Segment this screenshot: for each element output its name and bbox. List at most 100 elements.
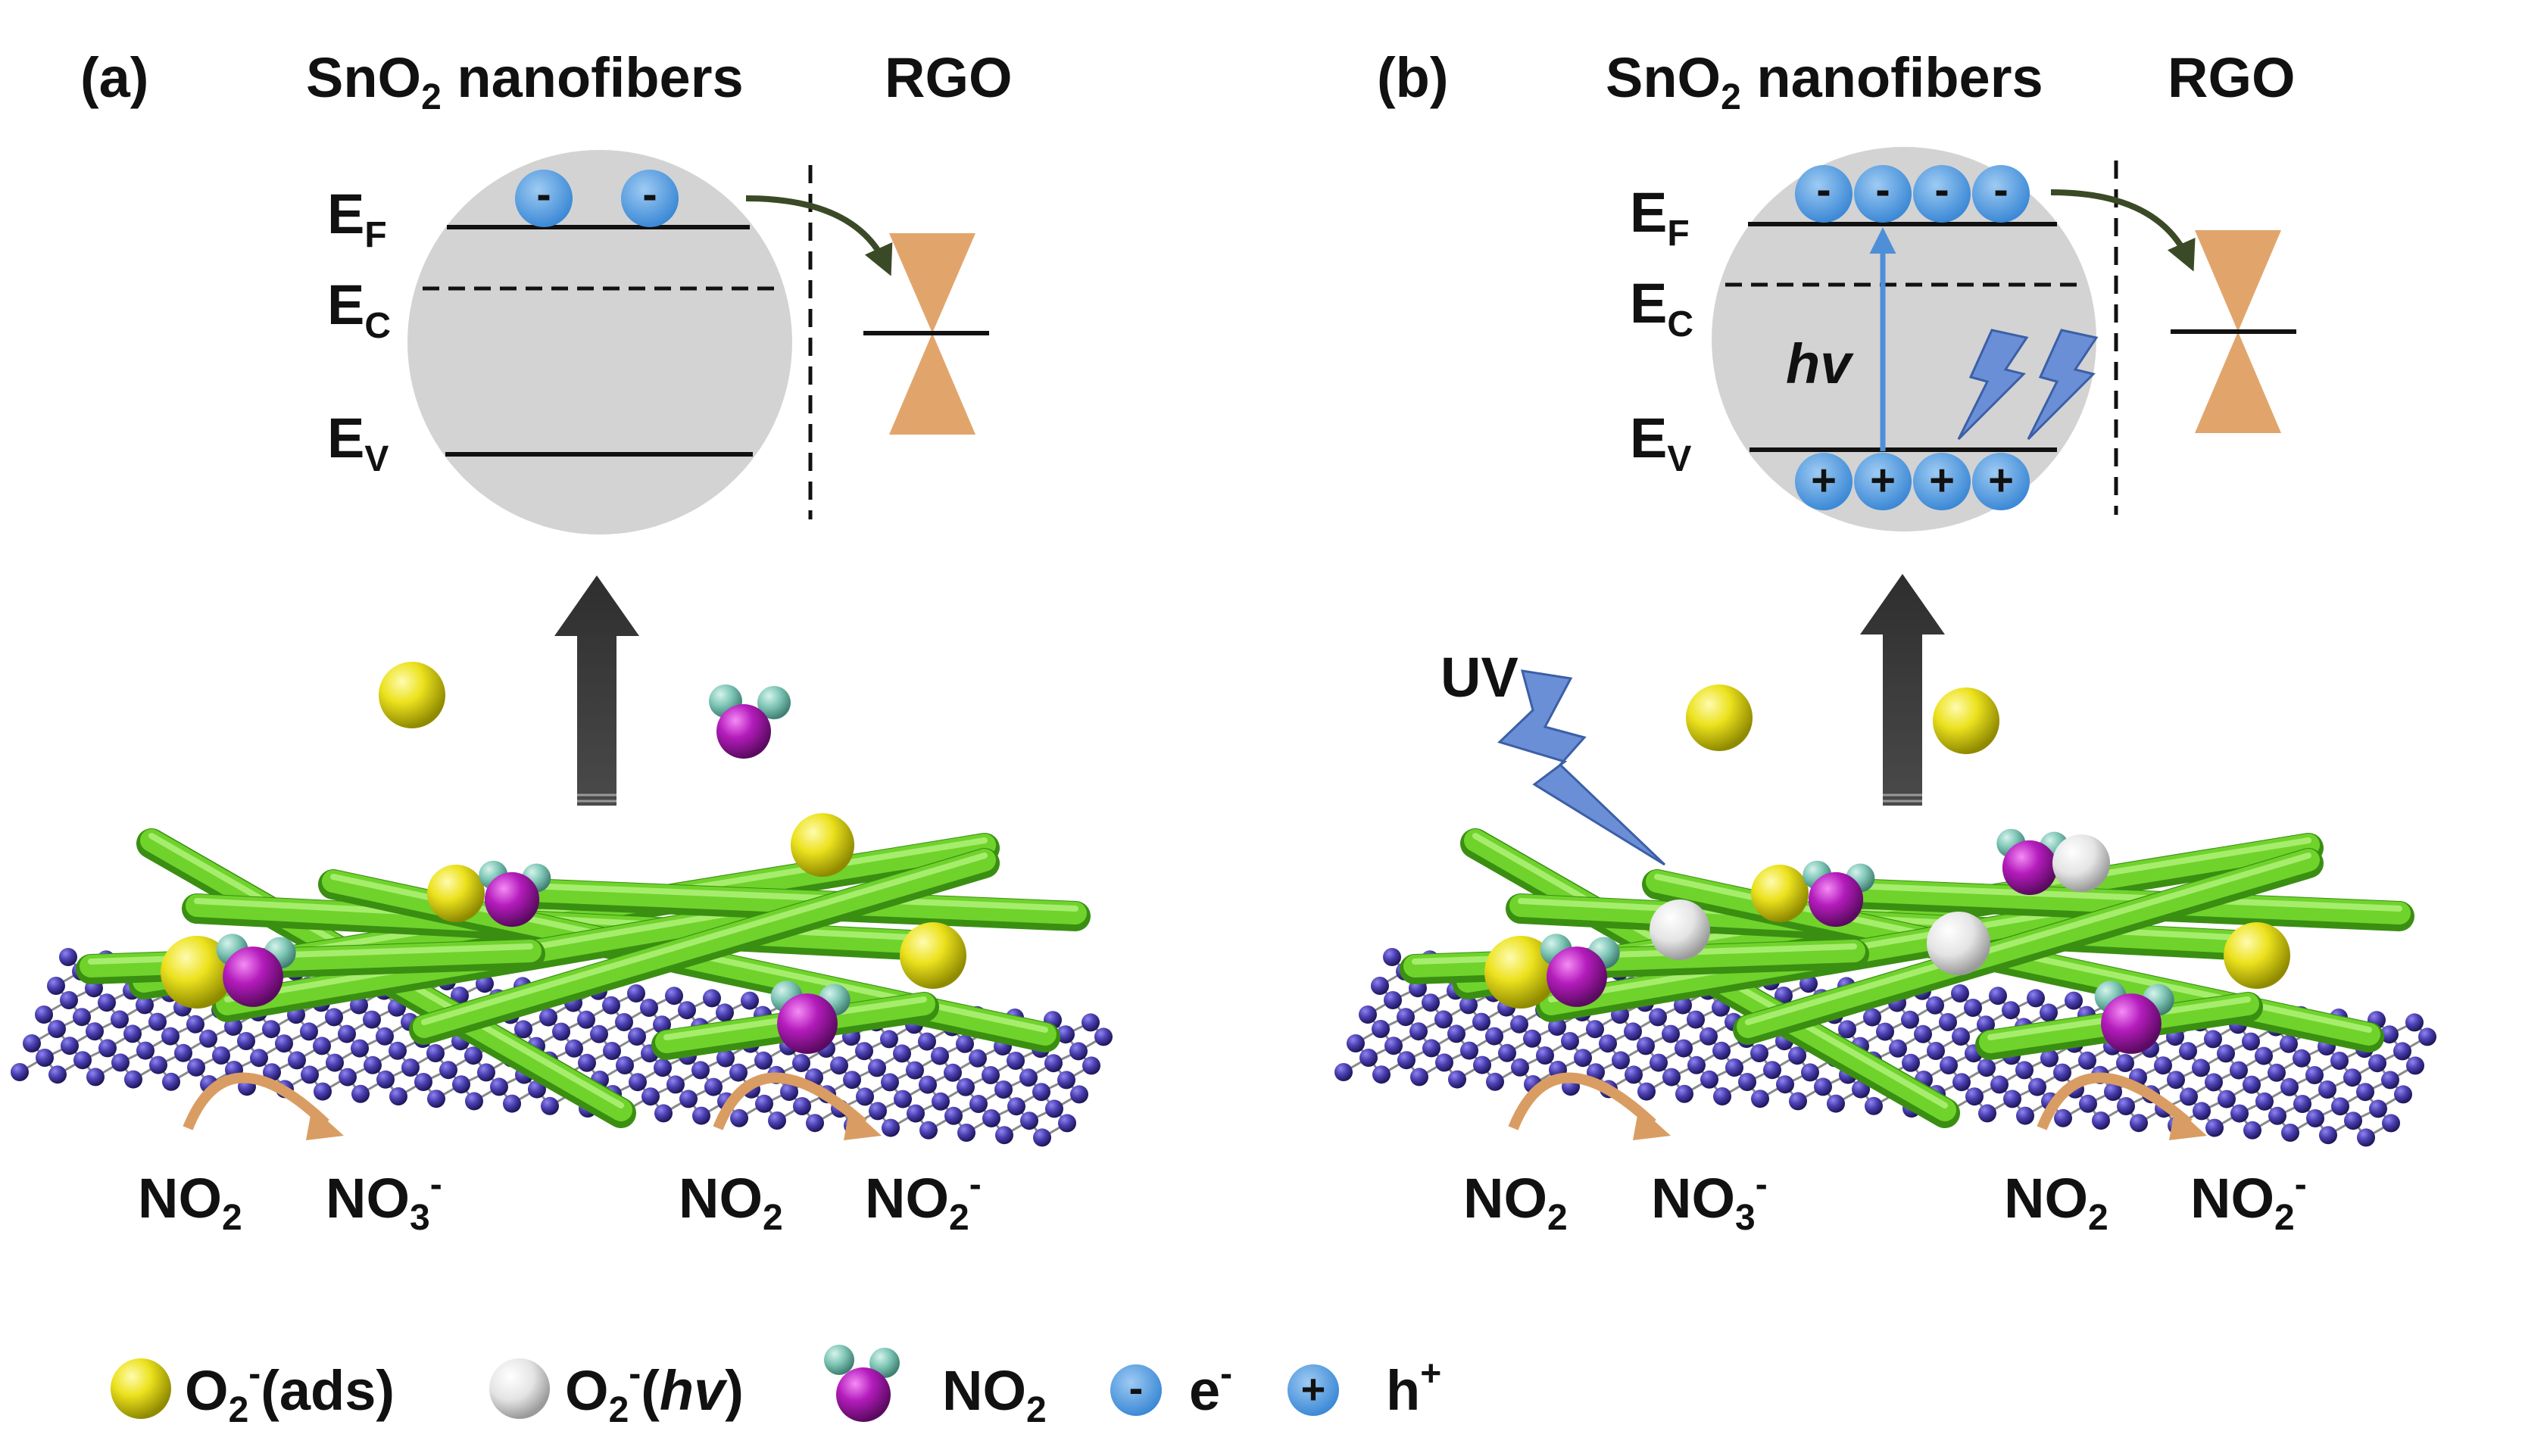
graphene-atom [792,1054,810,1072]
graphene-atom [389,1087,407,1105]
graphene-atom [60,991,78,1009]
graphene-atom [2255,1046,2273,1065]
graphene-atom [61,1037,79,1055]
graphene-atom [300,1022,318,1041]
legend-o2-hv-icon [489,1358,550,1419]
graphene-atom [2054,1108,2072,1127]
graphene-atom [603,1042,621,1060]
graphene-atom [2381,1071,2399,1090]
graphene-atom [1599,1034,1617,1053]
graphene-atom [1448,1070,1466,1089]
graphene-atom [1510,1015,1528,1034]
graphene-atom [1901,1010,1919,1029]
panel-b-sensor-surface [1334,828,2436,1147]
graphene-atom [1498,1043,1516,1062]
graphene-atom [2180,1087,2198,1106]
graphene-atom [48,1020,66,1038]
graphene-atom [2154,1056,2172,1075]
graphene-atom [2394,1085,2412,1104]
graphene-atom [894,1090,912,1108]
graphene-atom [1838,1020,1856,1039]
graphene-atom [1989,987,2007,1005]
panel-b-ev-label: EV [1630,407,1691,479]
graphene-atom [464,1046,482,1065]
graphene-atom [1774,987,1793,1005]
graphene-atom [2027,989,2045,1008]
graphene-atom [376,1027,394,1046]
graphene-atom [730,1108,748,1127]
graphene-atom [148,1012,167,1031]
svg-text:+: + [1929,456,1955,505]
graphene-atom [476,974,494,993]
panel-b-ef-label: EF [1630,181,1690,254]
panel-a: (a) SnO2 nanofibers RGO EF EC EV -- [11,46,1113,1238]
graphene-atom [918,1032,936,1051]
graphene-atom [1700,1027,1718,1046]
graphene-atom [2306,1109,2324,1127]
graphene-atom [1964,999,1982,1017]
graphene-atom [199,1029,217,1048]
graphene-atom [1511,1058,1529,1077]
o2-hv-molecule [1927,912,1990,975]
graphene-atom [174,1043,192,1062]
graphene-atom [590,1024,608,1043]
panel-a-carriers: -- [515,170,679,227]
graphene-atom [2293,1049,2311,1068]
graphene-atom [2104,1083,2122,1101]
graphene-atom [465,1092,483,1111]
graphene-atom [1788,1046,1806,1065]
legend-hole-icon: + [1288,1364,1339,1416]
graphene-atom [793,1097,811,1115]
graphene-atom [250,1049,268,1068]
graphene-atom [704,1077,723,1096]
panel-a-free-no2 [709,684,791,759]
graphene-atom [1485,1027,1503,1046]
panel-a-reaction-2-from: NO2 [679,1167,783,1238]
graphene-atom [2053,1063,2071,1082]
legend-electron-label: e- [1189,1354,1232,1422]
graphene-atom [338,1024,356,1043]
sno2-fibers [76,828,1091,1128]
legend-no2-label: NO2 [942,1359,1047,1430]
graphene-atom [944,1063,962,1082]
graphene-atom [1801,1063,1819,1082]
o2-ads-molecule [1751,865,1809,922]
graphene-atom [1561,1032,1579,1050]
panel-b-partner-label: RGO [2168,46,2296,109]
graphene-atom [654,1104,673,1123]
graphene-atom [326,1053,344,1072]
svg-text:-: - [642,170,657,219]
graphene-atom [768,1111,786,1130]
graphene-atom [1789,1092,1807,1111]
graphene-atom [919,1121,938,1140]
graphene-atom [1486,1072,1504,1091]
graphene-atom [1058,1114,1076,1133]
graphene-atom [414,1073,432,1091]
graphene-atom [2255,1092,2274,1111]
svg-text:-: - [536,170,551,219]
graphene-atom [1637,1037,1655,1055]
panel-b-dirac-cone-bottom [2195,332,2281,433]
graphene-atom [2193,1102,2211,1121]
graphene-atom [2028,1077,2046,1096]
graphene-atom [881,1073,899,1092]
graphene-atom [2218,1090,2236,1108]
legend-no2-icon [824,1345,900,1422]
graphene-atom [389,1041,407,1060]
graphene-atom [2002,1001,2020,1020]
graphene-atom [1902,1053,1920,1072]
graphene-atom [2281,1124,2299,1142]
graphene-atom [136,996,154,1015]
graphene-atom [741,991,759,1010]
graphene-atom [1033,1128,1051,1147]
no2-molecule [1996,828,2069,896]
graphene-atom [1876,1022,1894,1041]
graphene-atom [1865,1096,1883,1115]
panel-b-uv-label: UV [1440,646,1519,709]
graphene-atom [1371,977,1389,995]
graphene-atom [716,1049,735,1068]
graphene-atom [161,1027,179,1046]
panel-a-transfer-arrow [745,195,893,276]
graphene-atom [1384,1037,1403,1055]
graphene-atom [1649,1008,1667,1027]
